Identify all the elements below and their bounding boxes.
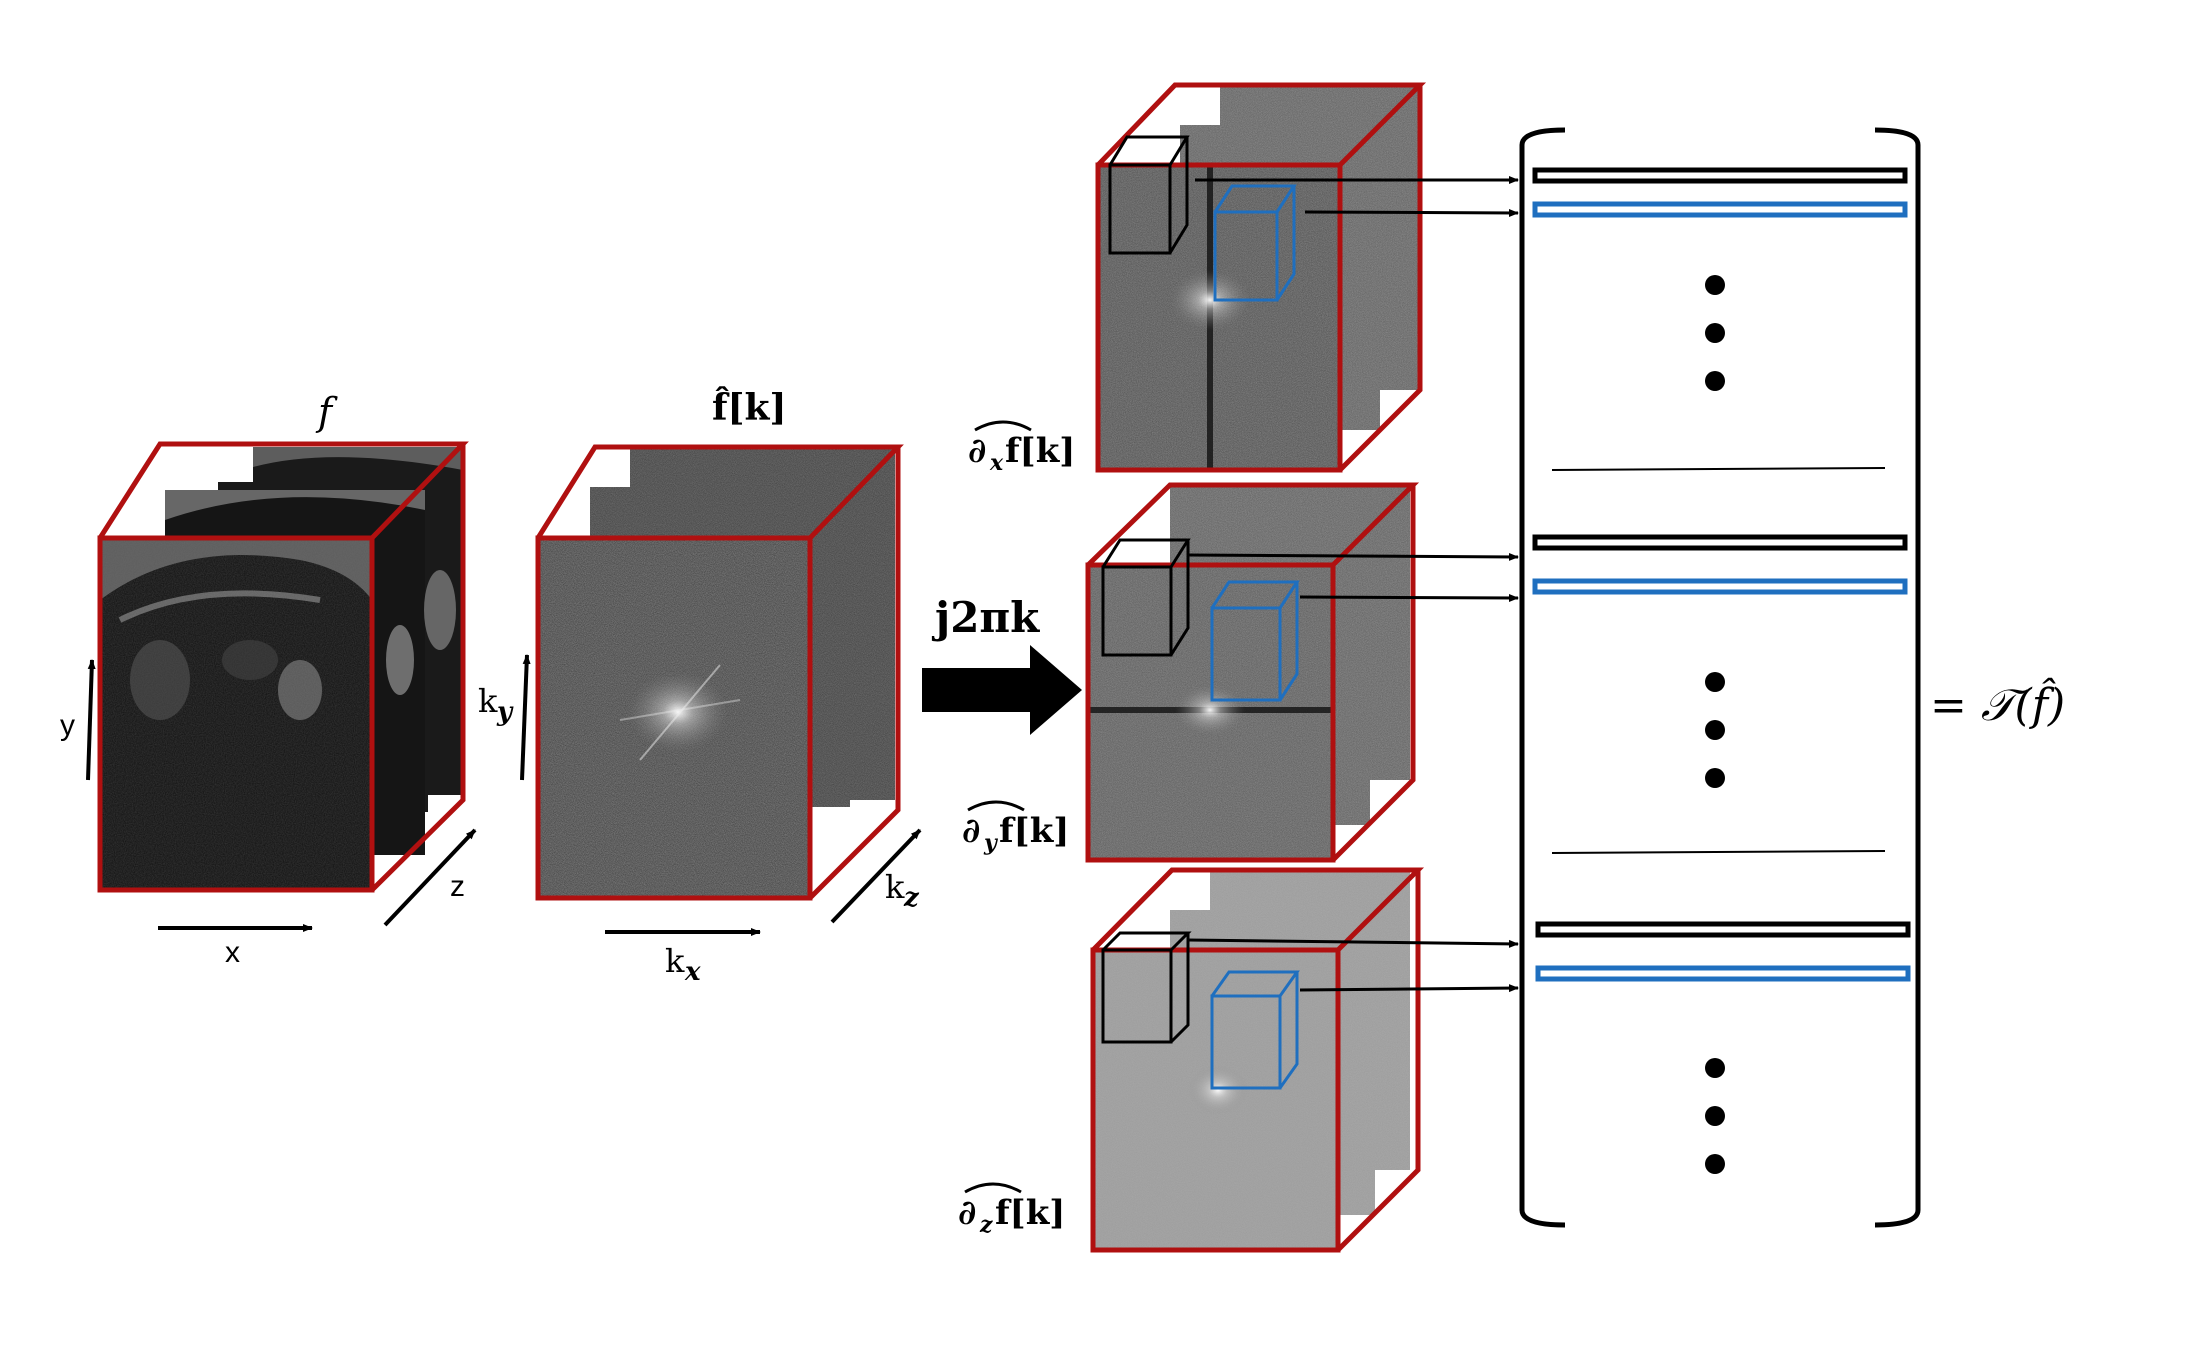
arrow-kz	[830, 828, 922, 924]
row-blue-1	[1532, 201, 1908, 218]
patch-blue-dz	[1210, 970, 1300, 1090]
label-kx: k x	[665, 942, 701, 987]
axis-arrows	[86, 654, 922, 936]
patch-black-dy	[1101, 538, 1191, 657]
svg-text:k: k	[885, 868, 905, 906]
svg-text:z: z	[903, 883, 920, 913]
patch-blue-dy	[1210, 580, 1300, 702]
label-dzf: ∂ z f[k]	[958, 1182, 1065, 1238]
volume-f	[97, 441, 469, 893]
svg-text:∂: ∂	[968, 431, 986, 471]
volume-fhat-edges	[535, 444, 904, 901]
label-x: x	[225, 936, 240, 969]
svg-text:f[k]: f[k]	[1005, 431, 1075, 471]
patch-black-dz	[1101, 931, 1192, 1044]
row-blue-3	[1535, 965, 1911, 982]
label-dxf: ∂ x f[k]	[968, 420, 1075, 476]
arrow-y	[86, 659, 96, 781]
svg-text:x: x	[684, 957, 701, 987]
row-blue-2	[1532, 578, 1908, 595]
volume-dy	[1085, 482, 1420, 863]
matrix-rows	[1532, 167, 1911, 982]
label-result: = 𝒯(f̂)	[1930, 676, 2065, 731]
label-dyf: ∂ y f[k]	[962, 800, 1069, 856]
patch-black-dx	[1108, 135, 1190, 255]
row-black-2	[1532, 534, 1908, 551]
row-black-1	[1532, 167, 1908, 184]
svg-text:z: z	[979, 1212, 993, 1238]
label-f: f	[315, 390, 338, 434]
label-kz: k z	[885, 868, 920, 913]
bracket-right	[1874, 127, 1921, 1228]
operator-arrow	[922, 645, 1082, 735]
volume-dz	[1090, 867, 1425, 1253]
label-operator: j2πk	[931, 593, 1040, 642]
label-z: z	[450, 870, 465, 903]
matrix-separators	[1551, 467, 1886, 854]
volume-dx	[1095, 82, 1427, 473]
matrix-dots	[1705, 275, 1725, 1174]
svg-text:k: k	[478, 682, 498, 720]
svg-text:y: y	[983, 830, 999, 856]
label-ky: k y	[478, 682, 514, 727]
patch-arrows	[1187, 176, 1519, 993]
arrow-z	[383, 828, 477, 927]
label-y: y	[60, 709, 75, 742]
svg-text:f[k]: f[k]	[999, 811, 1069, 851]
svg-text:∂: ∂	[962, 811, 980, 851]
volume-f-edges	[97, 441, 469, 893]
svg-text:x: x	[989, 450, 1004, 476]
svg-text:f[k]: f[k]	[995, 1193, 1065, 1233]
patch-blue-dx	[1213, 184, 1297, 302]
svg-text:∂: ∂	[958, 1193, 976, 1233]
label-fhat: f̂[k]	[712, 386, 787, 429]
volume-fhat	[535, 444, 904, 901]
svg-text:k: k	[665, 942, 685, 980]
row-black-3	[1535, 921, 1911, 938]
arrow-ky	[520, 654, 531, 781]
svg-text:y: y	[496, 697, 514, 727]
bracket-left	[1519, 127, 1566, 1228]
matrix-brackets	[1519, 127, 1921, 1228]
